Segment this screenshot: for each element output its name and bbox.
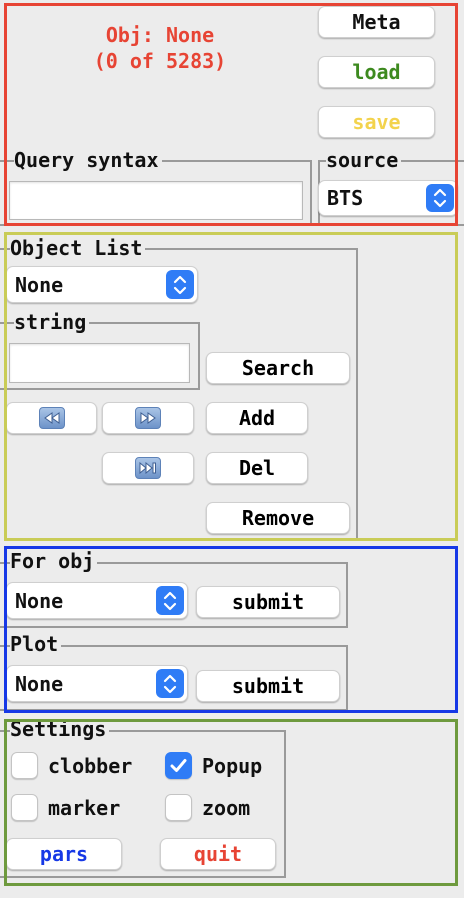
plot-selected: None xyxy=(15,671,64,696)
query-syntax-label: Query syntax xyxy=(14,149,162,171)
source-label: source xyxy=(326,149,402,171)
remove-button[interactable]: Remove xyxy=(206,502,350,534)
clobber-label: clobber xyxy=(48,754,133,778)
settings-group xyxy=(0,730,286,878)
del-button[interactable]: Del xyxy=(206,452,308,484)
plot-select[interactable]: None xyxy=(6,665,188,702)
string-label: string xyxy=(14,311,90,333)
for-obj-label: For obj xyxy=(10,550,98,572)
string-group xyxy=(0,322,200,390)
for-obj-group xyxy=(0,562,348,628)
query-input[interactable] xyxy=(9,181,303,220)
obj-label: Obj: None xyxy=(105,23,215,47)
zoom-checkbox[interactable] xyxy=(165,794,192,821)
chevron-updown-icon xyxy=(156,586,184,615)
string-input[interactable] xyxy=(9,343,190,383)
marker-checkbox[interactable] xyxy=(11,794,38,821)
object-list-label: Object List xyxy=(10,237,146,259)
object-list-select[interactable]: None xyxy=(6,266,198,303)
clobber-checkbox[interactable] xyxy=(11,752,38,779)
popup-label: Popup xyxy=(202,754,263,778)
marker-label: marker xyxy=(48,796,121,820)
rewind-button[interactable] xyxy=(6,402,97,434)
skip-to-end-button[interactable] xyxy=(102,452,194,484)
search-button[interactable]: Search xyxy=(206,352,350,384)
add-button[interactable]: Add xyxy=(206,402,308,434)
object-list-selected: None xyxy=(15,272,64,297)
object-list-group xyxy=(0,248,358,538)
quit-button[interactable]: quit xyxy=(160,838,276,870)
chevron-updown-icon xyxy=(166,270,194,299)
fast-forward-button[interactable] xyxy=(102,402,194,434)
popup-checkbox[interactable] xyxy=(165,752,192,779)
save-button[interactable]: save xyxy=(318,106,435,138)
zoom-label: zoom xyxy=(202,796,251,820)
for-obj-select[interactable]: None xyxy=(6,582,188,619)
load-button[interactable]: load xyxy=(318,56,435,88)
obj-status: Obj: None (0 of 5283) xyxy=(20,22,300,74)
source-select[interactable]: BTS xyxy=(318,180,458,216)
chevron-updown-icon xyxy=(156,669,184,698)
skip-to-end-icon xyxy=(135,457,161,479)
chevron-updown-icon xyxy=(426,184,454,212)
plot-label: Plot xyxy=(10,633,62,655)
meta-button[interactable]: Meta xyxy=(318,6,435,38)
pars-button[interactable]: pars xyxy=(6,838,122,870)
checkmark-icon xyxy=(170,759,187,772)
plot-submit-button[interactable]: submit xyxy=(196,670,340,702)
for-obj-selected: None xyxy=(15,588,64,613)
fast-forward-icon xyxy=(135,407,161,429)
obj-count: (0 of 5283) xyxy=(93,49,227,73)
for-obj-submit-button[interactable]: submit xyxy=(196,586,340,618)
rewind-icon xyxy=(38,407,65,429)
source-selected: BTS xyxy=(327,186,364,210)
settings-label: Settings xyxy=(10,718,110,740)
